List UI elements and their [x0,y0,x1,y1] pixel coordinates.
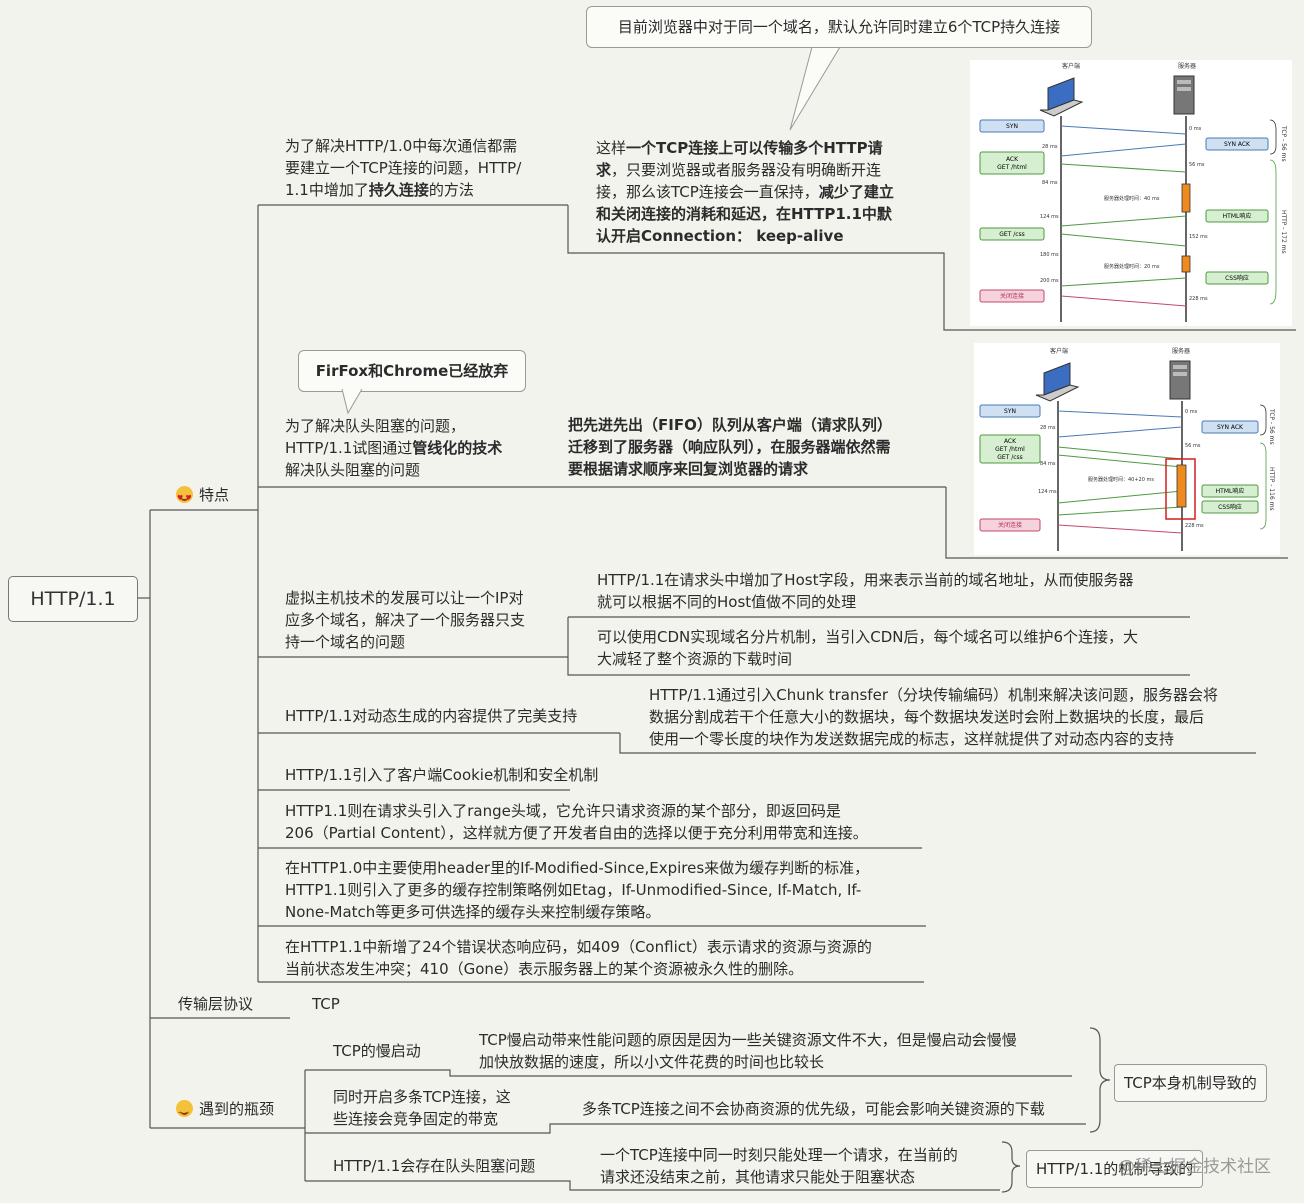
svg-text:84 ms: 84 ms [1042,180,1058,186]
server-icon [1169,360,1191,400]
svg-text:ACK: ACK [1006,156,1019,163]
svg-text:ACK: ACK [1004,438,1017,445]
cookie-text: HTTP/1.1引入了客户端Cookie机制和安全机制 [285,766,599,784]
svg-text:CSS响应: CSS响应 [1225,274,1249,282]
transport-node[interactable]: 传输层协议 [178,995,254,1013]
persistent-connection-diagram: 客户端 服务器 SYN ACK GET /html [970,60,1292,326]
errors-text: 在HTTP1.1中新增了24个错误状态响应码，如409（Conflict）表示请… [285,938,872,978]
svg-text:GET /css: GET /css [999,231,1025,238]
svg-text:关闭连接: 关闭连接 [1000,292,1024,300]
hol-detail: 一个TCP连接中同一时刻只能处理一个请求，在当前的 请求还没结束之前，其他请求只… [600,1146,958,1186]
vhost-host-text: HTTP/1.1在请求头中增加了Host字段，用来表示当前的域名地址，从而使服务… [597,571,1134,611]
svg-text:28 ms: 28 ms [1040,425,1056,431]
vhost-cdn-text: 可以使用CDN实现域名分片机制，当引入CDN后，每个域名可以维护6个连接，大 大… [597,628,1139,668]
pipeline-callout: FirFox和Chrome已经放弃 [298,350,526,392]
svg-text:服务器: 服务器 [1172,347,1190,355]
svg-text:228 ms: 228 ms [1185,523,1204,529]
slow-start-detail: TCP慢启动带来性能问题的原因是因为一些关键资源文件不大，但是慢启动会慢慢 加快… [479,1031,1017,1071]
svg-text:TCP - 56 ms: TCP - 56 ms [1280,125,1287,162]
svg-text:84 ms: 84 ms [1040,461,1056,467]
svg-text:124 ms: 124 ms [1038,489,1057,495]
d1-server-label: 服务器 [1178,62,1196,70]
svg-text:28 ms: 28 ms [1042,144,1058,150]
svg-text:HTTP - 172 ms: HTTP - 172 ms [1280,210,1287,254]
features-node[interactable]: 特点 [176,484,229,509]
laptop-icon [1035,362,1080,402]
svg-text:228 ms: 228 ms [1189,296,1208,302]
vhost-left-text: 虚拟主机技术的发展可以让一个IP对 应多个域名，解决了一个服务器只支 持一个域名… [285,589,526,651]
bottleneck-node[interactable]: 遇到的瓶颈 [176,1098,274,1124]
sad-face-emoji-icon [176,1100,193,1124]
svg-text:56 ms: 56 ms [1185,443,1201,449]
svg-text:HTTP - 116 ms: HTTP - 116 ms [1268,467,1275,511]
svg-text:服务器处理时间：40+20 ms: 服务器处理时间：40+20 ms [1088,476,1154,483]
svg-text:152 ms: 152 ms [1189,234,1208,240]
cache-text: 在HTTP1.0中主要使用header里的If-Modified-Since,E… [285,859,870,921]
svg-text:200 ms: 200 ms [1040,278,1059,284]
svg-text:124 ms: 124 ms [1040,214,1059,220]
diagram1-svg: 客户端 服务器 SYN ACK GET /html [979,62,1287,322]
svg-text:客户端: 客户端 [1050,347,1068,355]
range-text: HTTP1.1则在请求头引入了range头域，它允许只请求资源的某个部分，即返回… [285,802,868,842]
svg-text:0 ms: 0 ms [1189,126,1202,132]
pipeline-right-text: 把先进先出（FIFO）队列从客户端（请求队列） 迁移到了服务器（响应队列），在服… [568,416,892,478]
summary-http-box: HTTP/1.1的机制导致的 [1026,1150,1204,1188]
laptop-icon [1039,77,1084,117]
svg-text:服务器处理时间：40 ms: 服务器处理时间：40 ms [1104,195,1160,202]
svg-text:180 ms: 180 ms [1040,252,1059,258]
server-icon [1173,75,1195,115]
svg-text:0 ms: 0 ms [1185,409,1198,415]
persistent-callout: 目前浏览器中对于同一个域名，默认允许同时建立6个TCP持久连接 [586,6,1092,48]
watermark: @稀土掘金技术社区 [1118,1157,1271,1177]
svg-text:SYN: SYN [1004,408,1016,415]
multi-tcp-node[interactable]: 同时开启多条TCP连接，这 些连接会竞争固定的带宽 [333,1088,511,1128]
persistent-left-text: 为了解决HTTP/1.0中每次通信都需 要建立一个TCP连接的问题，HTTP/ … [285,137,522,199]
diagram2-svg: 客户端 服务器 SYN ACK GET /html GET /css [979,347,1275,551]
svg-text:SYN ACK: SYN ACK [1217,424,1244,431]
svg-text:服务器处理时间：20 ms: 服务器处理时间：20 ms [1104,263,1160,270]
svg-text:CSS响应: CSS响应 [1218,503,1242,511]
hol-node[interactable]: HTTP/1.1会存在队头阻塞问题 [333,1157,536,1175]
svg-text:SYN ACK: SYN ACK [1224,141,1251,148]
pipeline-left-text: 为了解决队头阻塞的问题， HTTP/1.1试图通过管线化的技术 解决队头阻塞的问… [285,417,503,479]
svg-text:56 ms: 56 ms [1189,162,1205,168]
svg-text:HTML响应: HTML响应 [1223,212,1252,220]
persistent-right-text: 这样一个TCP连接上可以传输多个HTTP请 求，只要浏览器或者服务器没有明确断开… [596,139,894,245]
root-node[interactable]: HTTP/1.1 [8,576,138,622]
svg-text:HTML响应: HTML响应 [1216,487,1245,495]
slow-start-node[interactable]: TCP的慢启动 [333,1042,421,1060]
svg-text:GET /html: GET /html [995,446,1025,453]
svg-text:TCP - 56 ms: TCP - 56 ms [1268,408,1275,445]
summary-tcp-box: TCP本身机制导致的 [1114,1064,1267,1102]
multi-tcp-detail: 多条TCP连接之间不会协商资源的优先级，可能会影响关键资源的下载 [582,1100,1045,1118]
pipelining-diagram: 客户端 服务器 SYN ACK GET /html GET /css [974,343,1280,555]
transport-value: TCP [312,995,340,1013]
heart-eyes-emoji-icon [176,486,193,509]
dynamic-right-text: HTTP/1.1通过引入Chunk transfer（分块传输编码）机制来解决该… [649,686,1218,748]
pipeline-callout-pointer [341,389,363,415]
svg-text:GET /html: GET /html [997,164,1027,171]
dynamic-left-text: HTTP/1.1对动态生成的内容提供了完美支持 [285,707,578,725]
svg-text:GET /css: GET /css [997,454,1023,461]
svg-text:关闭连接: 关闭连接 [998,521,1022,529]
d1-client-label: 客户端 [1062,62,1080,70]
svg-text:SYN: SYN [1006,123,1018,130]
